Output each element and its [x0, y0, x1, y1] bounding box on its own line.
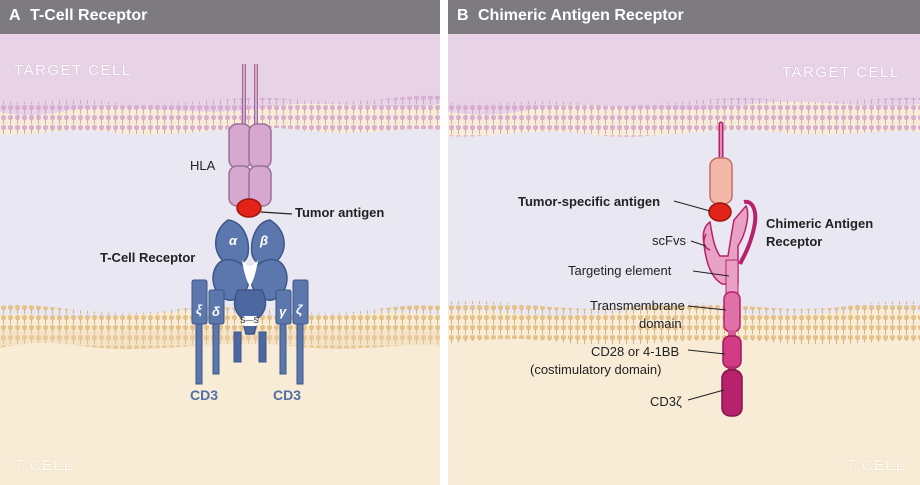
alpha-chain-label: α — [229, 233, 238, 248]
t-cell-interior — [0, 342, 440, 485]
target-cell-region — [0, 34, 440, 116]
cd3-right-label: CD3 — [273, 387, 302, 403]
target-cell-region-b — [448, 34, 920, 115]
panel-b-t-cell-label: T CELL — [846, 457, 906, 474]
panel-a-header: A T-Cell Receptor — [0, 0, 440, 34]
xi-chain-label: ξ — [196, 302, 202, 317]
beta-chain-label: β — [260, 233, 269, 248]
tumor-antigen-label: Tumor antigen — [295, 205, 385, 220]
costim-label-line1: CD28 or 4-1BB — [591, 344, 680, 359]
hla-molecule — [228, 64, 272, 207]
cd3-right-complex — [275, 279, 309, 385]
cd3-left-complex — [191, 279, 225, 385]
transmembrane-label-line1: Transmembrane — [590, 298, 685, 313]
car-label-line2: Receptor — [766, 234, 823, 249]
t-cell-membrane — [0, 304, 440, 350]
panel-a-tcr: A T-Cell Receptor — [0, 0, 440, 485]
extracellular-space — [0, 128, 440, 319]
panel-divider — [440, 0, 448, 485]
panel-a-illustration — [0, 34, 440, 485]
tumor-specific-antigen-body — [709, 157, 733, 205]
car-label-line1: Chimeric Antigen — [766, 216, 874, 231]
panel-b-illustration — [448, 34, 920, 485]
transmembrane-label-line2: domain — [639, 316, 682, 331]
tumor-specific-antigen-label: Tumor-specific antigen — [518, 194, 661, 209]
t-cell-membrane-b — [448, 300, 920, 346]
t-cell-interior-b — [448, 338, 920, 485]
panel-a-letter: A — [9, 7, 21, 24]
hla-label: HLA — [190, 158, 216, 173]
panel-a-target-cell-label: TARGET CELL — [14, 62, 132, 79]
car-costimulatory-domain — [722, 335, 742, 369]
tcr-label: T-Cell Receptor — [100, 250, 196, 265]
panel-a-title: T-Cell Receptor — [30, 7, 148, 24]
car-scfv — [702, 199, 758, 297]
panel-b-letter: B — [457, 7, 469, 24]
costim-label-line2: (costimulatory domain) — [530, 362, 662, 377]
car-cd3-zeta-domain — [721, 369, 743, 417]
extracellular-space-b — [448, 130, 920, 317]
target-cell-membrane — [0, 95, 440, 135]
panel-a-t-cell-label: T CELL — [14, 457, 74, 474]
targeting-element-label: Targeting element — [568, 263, 672, 278]
zeta-chain-label: ζ — [296, 302, 303, 317]
panel-b-title: Chimeric Antigen Receptor — [478, 7, 684, 24]
disulfide-bond-label: S—S — [240, 316, 259, 325]
target-cell-membrane-b — [448, 97, 920, 137]
panel-b-car: B Chimeric Antigen Receptor — [448, 0, 920, 485]
tcr-alpha-beta — [212, 219, 288, 363]
tumor-specific-antigen-blob — [708, 202, 732, 222]
car-transmembrane-domain — [723, 291, 741, 333]
tumor-antigen-blob — [236, 198, 262, 218]
gamma-chain-label: γ — [279, 304, 287, 319]
panel-b-header: B Chimeric Antigen Receptor — [448, 0, 920, 34]
cd3-left-label: CD3 — [190, 387, 219, 403]
panel-b-target-cell-label: TARGET CELL — [782, 64, 900, 81]
scfvs-label: scFvs — [652, 233, 686, 248]
delta-chain-label: δ — [212, 304, 220, 319]
cd3-zeta-label: CD3ζ — [650, 394, 682, 409]
